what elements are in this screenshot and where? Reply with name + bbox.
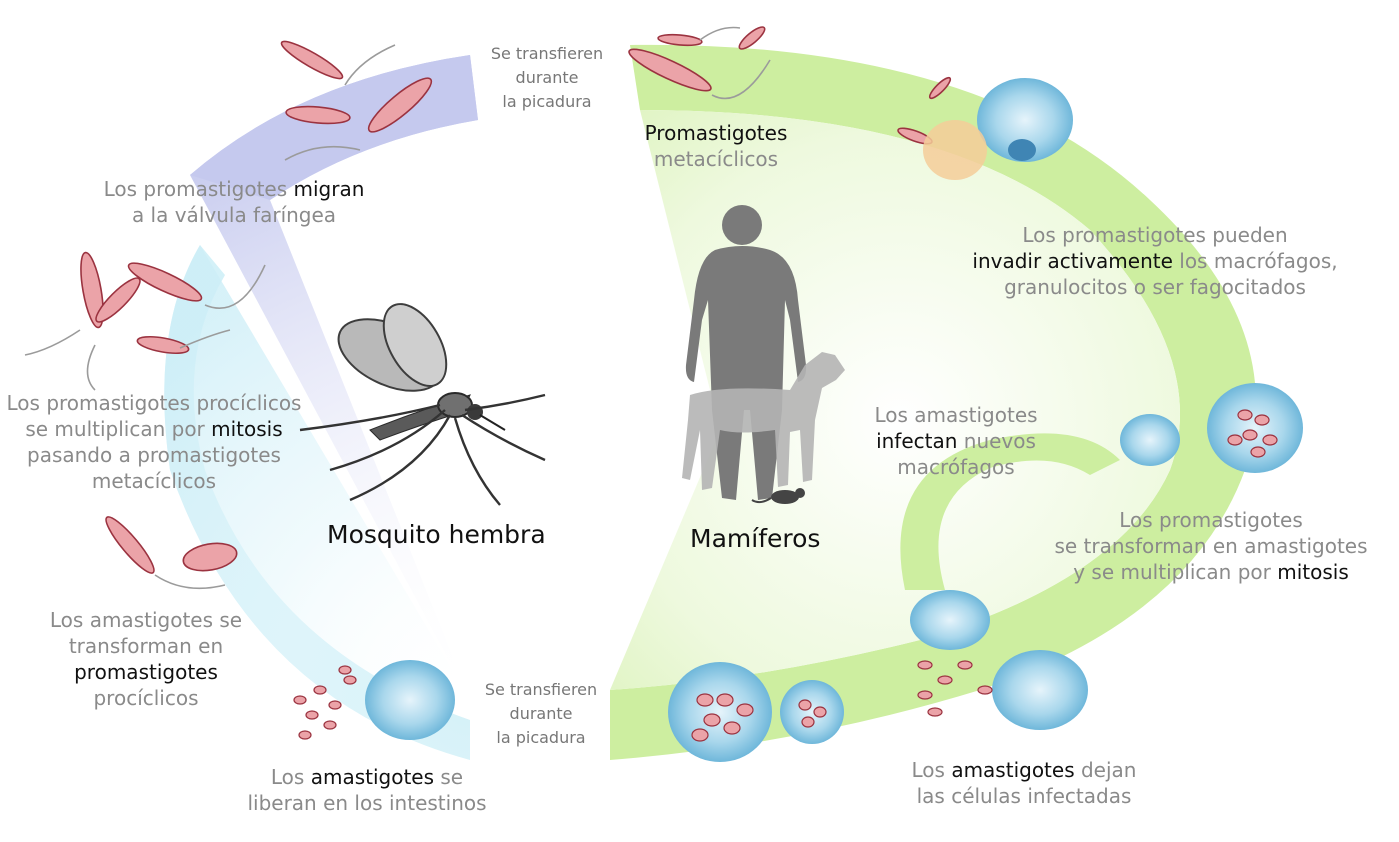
stage-procyclic-line-2: transforman en <box>68 634 224 658</box>
rat-silhouette <box>751 488 805 504</box>
promastigote-group-top <box>280 26 952 145</box>
stage-leave-key: amastigotes <box>951 758 1075 782</box>
transfer-bottom-line-1: Se transfieren <box>484 680 598 699</box>
mammal-inner-arc <box>900 433 1120 590</box>
stage-metacyclic-rest: metacíclicos <box>653 147 779 171</box>
transfer-label-bottom: Se transfieren durante la picadura <box>474 678 608 750</box>
stage-procyclic-key: promastigotes <box>74 660 218 684</box>
stage-invade-line-3: granulocitos o ser fagocitados <box>1004 275 1306 299</box>
stage-released: Los amastigotes se liberan en los intest… <box>222 764 512 816</box>
transfer-bottom-line-3: la picadura <box>496 728 586 747</box>
stage-multiply-line-1: Los promastigotes procíclicos <box>6 391 302 415</box>
stage-transform-line-1: Los promastigotes <box>1119 508 1303 532</box>
transfer-top-line-3: la picadura <box>502 92 592 111</box>
mammals-host-label: Mamíferos <box>690 524 821 553</box>
stage-migrate-line-1-pre: Los promastigotes <box>103 177 294 201</box>
stage-transform: Los promastigotes se transforman en amas… <box>1030 507 1392 585</box>
macrophage-cells <box>365 78 1303 762</box>
amastigote-clusters <box>293 409 1278 742</box>
parasite-flagella <box>24 26 771 590</box>
stage-multiply-line-2-pre: se multiplican por <box>25 417 212 441</box>
stage-infect-line-3: macrófagos <box>897 455 1015 479</box>
stage-multiply-key: mitosis <box>211 417 283 441</box>
stage-migrate-key: migran <box>293 177 365 201</box>
stage-transform-key: mitosis <box>1277 560 1349 584</box>
promastigote-group-left <box>80 251 238 574</box>
stage-leave-line-1-rest: dejan <box>1074 758 1137 782</box>
stage-released-line-1-pre: Los <box>270 765 311 789</box>
stage-infect: Los amastigotes infectan nuevos macrófag… <box>870 402 1042 480</box>
stage-leave-line-1-pre: Los <box>911 758 952 782</box>
stage-procyclic-line-1: Los amastigotes se <box>49 608 243 632</box>
stage-multiply-line-3: pasando a promastigotes <box>27 443 281 467</box>
stage-invade-line-1: Los promastigotes pueden <box>1022 223 1288 247</box>
stage-procyclic-line-4: procíclicos <box>93 686 199 710</box>
stage-invade-line-2-rest: los macrófagos, <box>1172 249 1338 273</box>
dog-silhouette <box>682 352 845 490</box>
mosquito-cyan-fill <box>164 245 470 760</box>
mosquito-host-label: Mosquito hembra <box>327 520 546 549</box>
stage-multiply-line-4: metacíclicos <box>91 469 217 493</box>
transfer-bottom-line-2: durante <box>509 704 573 723</box>
stage-infect-line-2-rest: nuevos <box>957 429 1036 453</box>
stage-transform-line-3-pre: y se multiplican por <box>1073 560 1278 584</box>
mammal-green-band <box>610 44 1256 760</box>
mosquito-purple-band <box>190 55 478 700</box>
stage-transform-line-2: se transforman en amastigotes <box>1054 534 1368 558</box>
stage-multiply: Los promastigotes procíclicos se multipl… <box>0 390 308 494</box>
stage-invade: Los promastigotes pueden invadir activam… <box>945 222 1365 300</box>
stage-invade-key: invadir activamente <box>972 249 1173 273</box>
stage-migrate: Los promastigotes migran a la válvula fa… <box>80 176 388 228</box>
stage-infect-key: infectan <box>876 429 958 453</box>
stage-metacyclic-key: Promastigotes <box>644 121 788 145</box>
mosquito-illustration <box>299 303 546 506</box>
stage-infect-line-1: Los amastigotes <box>874 403 1038 427</box>
stage-released-line-2: liberan en los intestinos <box>247 791 487 815</box>
stage-leave-line-2: las células infectadas <box>916 784 1132 808</box>
stage-leave: Los amastigotes dejan las células infect… <box>880 757 1168 809</box>
stage-released-line-1-rest: se <box>434 765 464 789</box>
transfer-top-line-1: Se transfieren <box>490 44 604 63</box>
stage-metacyclic: Promastigotes metacíclicos <box>630 120 802 172</box>
transfer-label-top: Se transfieren durante la picadura <box>482 42 612 114</box>
stage-released-key: amastigotes <box>310 765 435 789</box>
transfer-top-line-2: durante <box>515 68 579 87</box>
stage-migrate-line-2: a la válvula faríngea <box>131 203 337 227</box>
stage-procyclic: Los amastigotes se transforman en promas… <box>26 607 266 711</box>
